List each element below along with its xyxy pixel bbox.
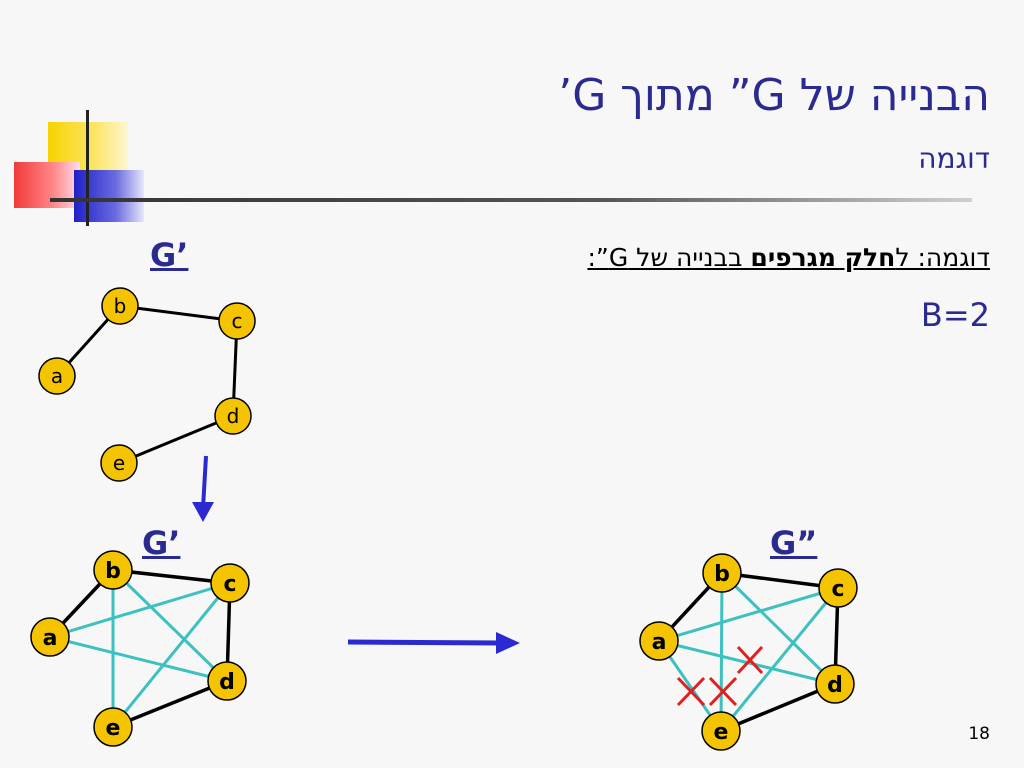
- extra-edge-c-e: [719, 587, 840, 732]
- node-c: c: [210, 563, 250, 603]
- cross-mark: [736, 645, 764, 675]
- node-a: a: [38, 357, 76, 395]
- node-e: e: [100, 444, 138, 482]
- node-b: b: [101, 287, 139, 325]
- svg-text:b: b: [114, 294, 127, 318]
- svg-text:a: a: [51, 364, 63, 388]
- node-d: d: [214, 397, 252, 435]
- extra-edge-c-e: [111, 582, 232, 728]
- param-value: B=2: [920, 296, 990, 334]
- extra-edge-a-d: [49, 635, 228, 683]
- node-d: d: [207, 661, 247, 701]
- example-suffix: בבנייה של G”:: [587, 243, 751, 272]
- extra-edge-b-d: [111, 568, 229, 683]
- bottom-right-graph: a b c d e: [639, 553, 858, 751]
- svg-text:e: e: [113, 451, 125, 475]
- bottom-left-graph-label: G’: [142, 524, 181, 562]
- edge-d-e: [118, 414, 234, 465]
- example-bold: חלק מגרפים: [750, 243, 896, 272]
- edge-b-c: [119, 304, 238, 323]
- cross-mark: [708, 676, 738, 707]
- right-arrow: [347, 632, 520, 654]
- node-a: a: [30, 617, 70, 657]
- svg-text:c: c: [223, 572, 236, 597]
- bottom-right-graph-label: G”: [770, 524, 818, 562]
- extra-edge-a-c: [49, 581, 231, 639]
- node-c: c: [218, 302, 256, 340]
- svg-text:d: d: [227, 404, 240, 428]
- svg-text:a: a: [43, 626, 58, 651]
- svg-text:c: c: [232, 309, 243, 333]
- edge-d-e: [112, 679, 228, 729]
- svg-text:c: c: [831, 577, 844, 602]
- title-divider: [50, 198, 972, 202]
- node-b: b: [702, 553, 742, 593]
- down-arrow: [192, 455, 214, 522]
- node-a: a: [639, 621, 679, 661]
- extra-edge-b-d: [720, 571, 837, 686]
- example-prefix: דוגמה: ל: [895, 243, 990, 272]
- svg-text:d: d: [219, 670, 235, 695]
- svg-text:e: e: [106, 716, 121, 741]
- edge-d-e: [720, 682, 836, 733]
- node-e: e: [701, 711, 741, 751]
- top-graph: a b c d e: [38, 287, 256, 482]
- slide-subtitle: דוגמה: [918, 142, 990, 175]
- bottom-left-graph: a b c d e: [30, 550, 250, 747]
- extra-edge-b-e: [719, 572, 724, 732]
- node-e: e: [93, 707, 133, 747]
- svg-text:b: b: [105, 559, 121, 584]
- svg-text:b: b: [714, 562, 730, 587]
- extra-edge-a-c: [658, 586, 839, 643]
- page-number: 18: [968, 724, 990, 744]
- svg-text:d: d: [827, 673, 843, 698]
- example-line: דוגמה: לחלק מגרפים בבנייה של G”:: [587, 243, 990, 272]
- node-c: c: [818, 568, 858, 608]
- logo-decoration: [14, 110, 150, 228]
- svg-text:e: e: [714, 720, 729, 745]
- cross-mark: [676, 676, 706, 707]
- top-graph-label: G’: [150, 236, 189, 274]
- node-d: d: [815, 664, 855, 704]
- node-b: b: [93, 550, 133, 590]
- svg-text:a: a: [652, 630, 667, 655]
- slide-title: הבנייה של G” מתוך G’: [558, 70, 990, 121]
